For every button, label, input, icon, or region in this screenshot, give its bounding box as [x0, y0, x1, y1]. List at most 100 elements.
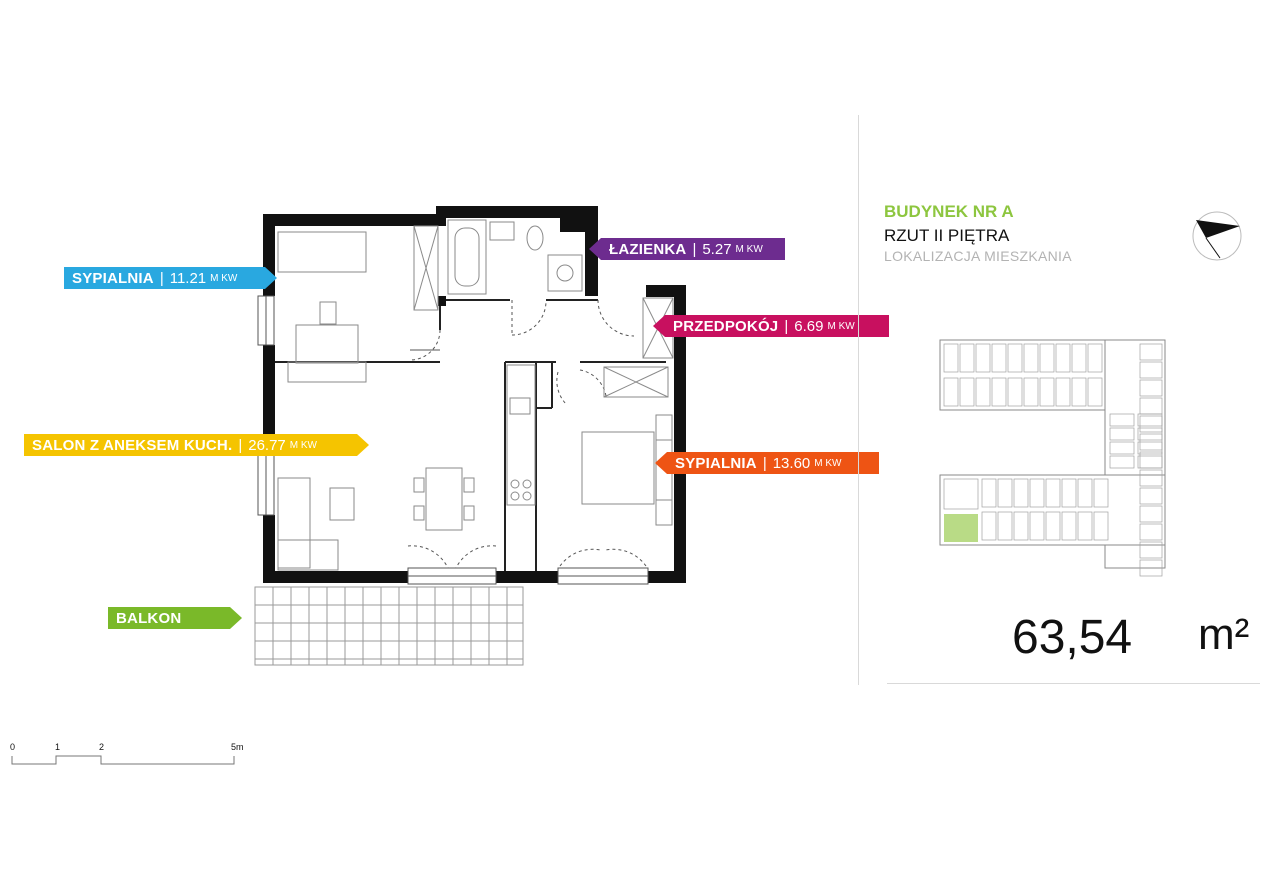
- mini-plan-unit: [1093, 511, 1109, 541]
- mini-plan-unit: [1055, 343, 1071, 373]
- mini-plan-unit: [981, 478, 997, 508]
- apartment-area-value: 63,54: [1012, 611, 1133, 664]
- mini-plan-unit: [1139, 379, 1163, 397]
- mini-plan-unit: [997, 511, 1013, 541]
- apartment-area-unit: m²: [1198, 610, 1250, 659]
- room-area: 26.77: [248, 436, 286, 454]
- room-name: ŁAZIENKA: [609, 240, 687, 258]
- room-area: 11.21: [169, 269, 207, 287]
- mini-plan-unit: [975, 343, 991, 373]
- separator: |: [784, 317, 789, 335]
- scale-label-2: 2: [99, 742, 105, 752]
- exterior-walls: [263, 206, 686, 583]
- scale-bar: [11, 755, 235, 765]
- mini-plan-unit: [1061, 478, 1077, 508]
- mini-plan-unit: [1087, 343, 1103, 373]
- mini-plan-unit: [1139, 415, 1163, 433]
- mini-plan-unit: [1029, 478, 1045, 508]
- mini-plan-unit: [1061, 511, 1077, 541]
- room-tag-salon: SALON Z ANEKSEM KUCH. | 26.77 M KW: [24, 434, 369, 456]
- horizontal-divider: [887, 683, 1260, 684]
- mini-plan-unit: [943, 377, 959, 407]
- mini-plan-unit: [1139, 397, 1163, 415]
- location-label: LOKALIZACJA MIESZKANIA: [884, 248, 1072, 264]
- building-location-map: [939, 339, 1166, 577]
- interior-walls: [272, 299, 666, 572]
- balcony: [254, 586, 524, 666]
- mini-plan-unit: [1139, 433, 1163, 451]
- room-name: BALKON: [116, 609, 182, 627]
- mini-plan-unit: [1039, 377, 1055, 407]
- furniture: [277, 219, 674, 571]
- floor-label: RZUT II PIĘTRA: [884, 226, 1010, 245]
- area-unit: M KW: [210, 272, 238, 284]
- mini-plan-unit: [1139, 559, 1163, 577]
- room-tag-sypialnia-2: SYPIALNIA | 13.60 M KW: [655, 452, 879, 474]
- mini-plan-unit: [1007, 343, 1023, 373]
- mini-plan-unit: [1039, 343, 1055, 373]
- mini-plan-unit: [1139, 487, 1163, 505]
- mini-plan-unit: [1029, 511, 1045, 541]
- mini-plan-unit: [1139, 343, 1163, 361]
- mini-plan-unit: [1139, 469, 1163, 487]
- mini-plan-unit: [1045, 511, 1061, 541]
- mini-plan-unit: [1071, 377, 1087, 407]
- mini-plan-unit: [1045, 478, 1061, 508]
- mini-plan-unit: [1023, 377, 1039, 407]
- mini-plan-unit: [1077, 478, 1093, 508]
- mini-plan-unit: [1013, 511, 1029, 541]
- scale-label-5m: 5m: [231, 742, 244, 752]
- vertical-divider: [858, 115, 859, 685]
- room-name: PRZEDPOKÓJ: [673, 317, 779, 335]
- separator: |: [692, 240, 697, 258]
- mini-plan-unit: [1109, 441, 1135, 455]
- area-unit: M KW: [735, 243, 763, 255]
- mini-plan-unit: [959, 343, 975, 373]
- room-area: 6.69: [794, 317, 824, 335]
- area-unit: M KW: [827, 320, 855, 332]
- mini-plan-unit: [1013, 478, 1029, 508]
- mini-plan-unit: [1077, 511, 1093, 541]
- mini-plan-unit: [1139, 541, 1163, 559]
- mini-plan-unit: [975, 377, 991, 407]
- room-tag-przedpokoj: PRZEDPOKÓJ | 6.69 M KW: [653, 315, 889, 337]
- doors: [407, 299, 647, 569]
- separator: |: [762, 454, 767, 472]
- mini-plan-unit: [1139, 451, 1163, 469]
- building-title: BUDYNEK NR A: [884, 202, 1014, 221]
- mini-plan-unit: [1023, 343, 1039, 373]
- room-tag-lazienka: ŁAZIENKA | 5.27 M KW: [589, 238, 785, 260]
- mini-plan-unit: [1055, 377, 1071, 407]
- mini-plan-unit: [1109, 427, 1135, 441]
- mini-plan-unit: [981, 511, 997, 541]
- mini-plan-unit: [943, 478, 979, 510]
- mini-plan-unit: [1139, 523, 1163, 541]
- room-name: SYPIALNIA: [72, 269, 154, 287]
- room-tag-balkon: BALKON: [108, 607, 242, 629]
- windows: [257, 295, 649, 585]
- mini-plan-unit: [1071, 343, 1087, 373]
- apartment-location-highlight: [944, 514, 978, 542]
- mini-plan-unit: [959, 377, 975, 407]
- room-area: 5.27: [702, 240, 732, 258]
- room-name: SALON Z ANEKSEM KUCH.: [32, 436, 233, 454]
- mini-plan-unit: [991, 343, 1007, 373]
- separator: |: [238, 436, 243, 454]
- mini-plan-unit: [1139, 505, 1163, 523]
- mini-plan-unit: [1139, 361, 1163, 379]
- mini-plan-unit: [1109, 455, 1135, 469]
- mini-plan-unit: [1087, 377, 1103, 407]
- north-arrow-icon: [1192, 211, 1242, 261]
- mini-plan-unit: [1007, 377, 1023, 407]
- mini-plan-unit: [991, 377, 1007, 407]
- area-unit: M KW: [814, 457, 842, 469]
- scale-label-1: 1: [55, 742, 61, 752]
- mini-plan-unit: [1093, 478, 1109, 508]
- mini-plan-unit: [943, 343, 959, 373]
- area-unit: M KW: [289, 439, 317, 451]
- separator: |: [159, 269, 164, 287]
- mini-plan-unit: [997, 478, 1013, 508]
- room-area: 13.60: [772, 454, 811, 472]
- scale-label-0: 0: [10, 742, 16, 752]
